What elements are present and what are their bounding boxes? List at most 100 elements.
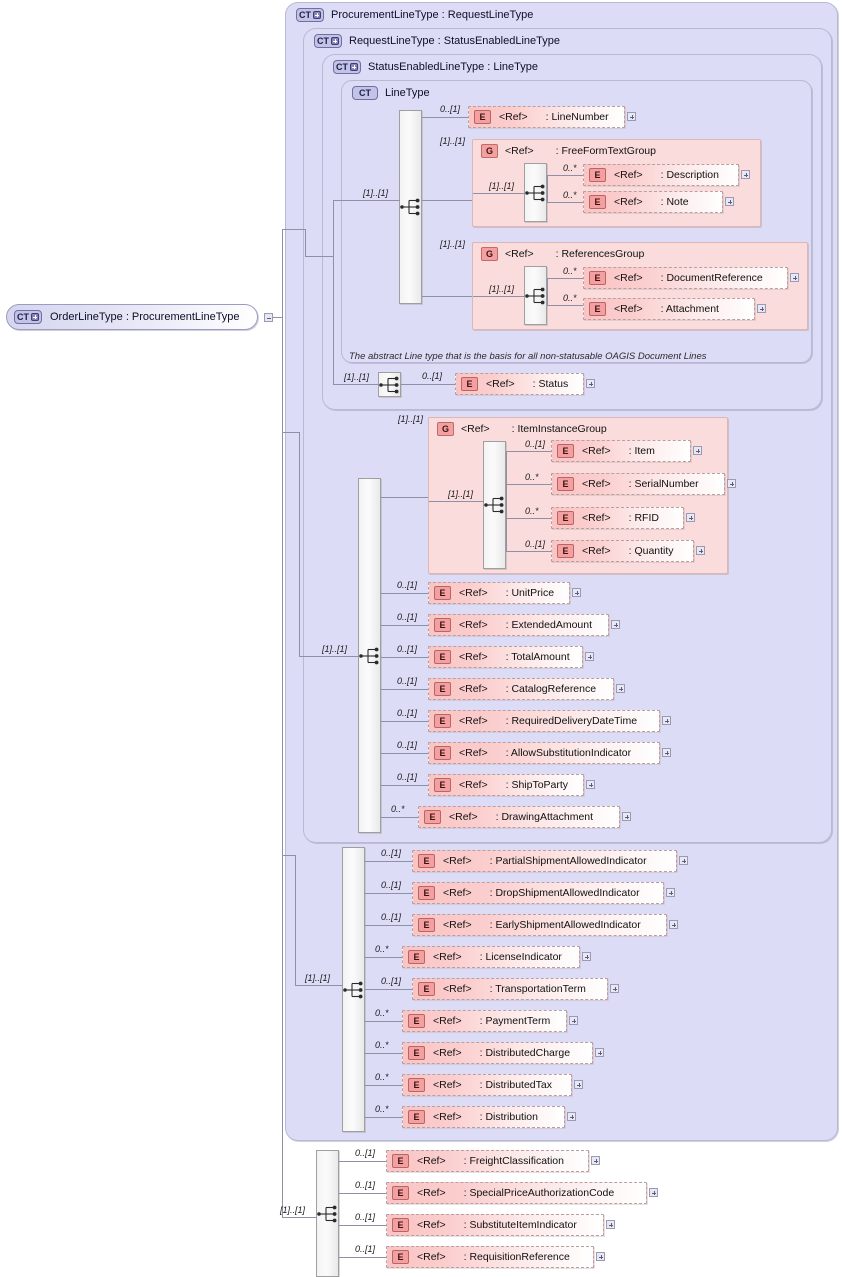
sequence-compositor-item[interactable] (358, 478, 381, 833)
element-expander[interactable] (727, 479, 736, 488)
element-extendedamount[interactable]: E <Ref> : ExtendedAmount (428, 614, 609, 636)
element-dropshipmentallowedindicator[interactable]: E <Ref> : DropShipmentAllowedIndicator (412, 882, 664, 904)
expand-plus-icon[interactable] (31, 313, 39, 321)
element-note[interactable]: E <Ref> : Note (583, 191, 723, 213)
element-expander[interactable] (567, 1112, 576, 1121)
expand-plus-icon[interactable] (350, 63, 358, 71)
group-header: G <Ref> : ItemInstanceGroup (437, 422, 607, 436)
element-expander[interactable] (790, 273, 799, 282)
container-title: ProcurementLineType : RequestLineType (331, 9, 534, 21)
element-expander[interactable] (622, 812, 631, 821)
element-distributedtax[interactable]: E <Ref> : DistributedTax (402, 1074, 572, 1096)
element-ref-label: <Ref> (417, 1187, 446, 1199)
element-substituteitemindicator[interactable]: E <Ref> : SubstituteItemIndicator (386, 1214, 604, 1236)
container-title: LineType (385, 87, 430, 99)
expand-plus-icon[interactable] (331, 37, 339, 45)
element-licenseindicator[interactable]: E <Ref> : LicenseIndicator (402, 946, 580, 968)
cardinality-label: 0..[1] (397, 772, 418, 782)
element-rfid[interactable]: E <Ref> : RFID (551, 507, 684, 529)
element-requireddeliverydatetime[interactable]: E <Ref> : RequiredDeliveryDateTime (428, 710, 660, 732)
element-expander[interactable] (572, 588, 581, 597)
element-attachment[interactable]: E <Ref> : Attachment (583, 298, 755, 320)
element-expander[interactable] (586, 780, 595, 789)
element-expander[interactable] (582, 952, 591, 961)
element-ref-label: <Ref> (433, 1111, 462, 1123)
element-serialnumber[interactable]: E <Ref> : SerialNumber (551, 473, 725, 495)
element-quantity[interactable]: E <Ref> : Quantity (551, 540, 694, 562)
element-item[interactable]: E <Ref> : Item (551, 440, 691, 462)
element-name-label: : Description (660, 169, 719, 181)
element-documentreference[interactable]: E <Ref> : DocumentReference (583, 267, 788, 289)
element-transportationterm[interactable]: E <Ref> : TransportationTerm (412, 978, 608, 1000)
complextype-badge-icon[interactable]: CT (314, 34, 342, 48)
sequence-compositor-iteminstancegroup[interactable] (483, 441, 506, 569)
complextype-badge-icon[interactable]: CT (14, 310, 42, 324)
element-freightclassification[interactable]: E <Ref> : FreightClassification (386, 1150, 589, 1172)
element-expander[interactable] (595, 1048, 604, 1057)
element-ref-label: <Ref> (459, 779, 488, 791)
element-expander[interactable] (586, 379, 595, 388)
sequence-compositor-freeformtextgroup[interactable] (524, 163, 547, 222)
element-partialshipmentallowedindicator[interactable]: E <Ref> : PartialShipmentAllowedIndicato… (412, 850, 677, 872)
element-paymentterm[interactable]: E <Ref> : PaymentTerm (402, 1010, 567, 1032)
element-specialpriceauthorizationcode[interactable]: E <Ref> : SpecialPriceAuthorizationCode (386, 1182, 647, 1204)
element-expander[interactable] (585, 652, 594, 661)
element-expander[interactable] (696, 546, 705, 555)
element-distribution[interactable]: E <Ref> : Distribution (402, 1106, 565, 1128)
root-collapse-expander[interactable] (264, 313, 273, 322)
sequence-compositor-linetype[interactable] (399, 110, 422, 304)
connector (333, 200, 400, 201)
cardinality-label: 0..* (525, 506, 539, 516)
expand-plus-icon[interactable] (313, 11, 321, 19)
complextype-badge-icon[interactable]: CT (296, 8, 324, 22)
element-distributedcharge[interactable]: E <Ref> : DistributedCharge (402, 1042, 593, 1064)
element-status[interactable]: E <Ref> : Status (455, 373, 584, 395)
cardinality-label: 0..* (391, 804, 405, 814)
element-expander[interactable] (669, 920, 678, 929)
element-expander[interactable] (693, 446, 702, 455)
element-expander[interactable] (611, 620, 620, 629)
cardinality-label: [1]..[1] (448, 489, 474, 499)
element-expander[interactable] (627, 112, 636, 121)
sequence-compositor-shipment[interactable] (342, 847, 365, 1132)
sequence-compositor-status[interactable] (378, 372, 401, 397)
element-expander[interactable] (662, 716, 671, 725)
element-expander[interactable] (741, 170, 750, 179)
element-ref-label: <Ref> (443, 887, 472, 899)
element-requisitionreference[interactable]: E <Ref> : RequisitionReference (386, 1246, 594, 1268)
sequence-compositor-orderline[interactable] (316, 1150, 339, 1277)
element-expander[interactable] (649, 1188, 658, 1197)
connector (365, 957, 402, 958)
element-ref-label: <Ref> (449, 811, 478, 823)
group-badge-icon: G (437, 422, 454, 436)
element-shiptoparty[interactable]: E <Ref> : ShipToParty (428, 774, 584, 796)
complextype-badge-icon[interactable]: CT (352, 86, 378, 100)
sequence-icon (524, 287, 544, 304)
element-allowsubstitutionindicator[interactable]: E <Ref> : AllowSubstitutionIndicator (428, 742, 660, 764)
root-node-orderlinetype[interactable]: CT OrderLineType : ProcurementLineType (6, 304, 258, 330)
element-badge-icon: E (408, 950, 425, 964)
element-expander[interactable] (679, 856, 688, 865)
element-expander[interactable] (610, 984, 619, 993)
cardinality-label: 0..[1] (397, 580, 418, 590)
element-catalogreference[interactable]: E <Ref> : CatalogReference (428, 678, 614, 700)
element-earlyshipmentallowedindicator[interactable]: E <Ref> : EarlyShipmentAllowedIndicator (412, 914, 667, 936)
element-linenumber[interactable]: E <Ref> : LineNumber (468, 106, 625, 128)
element-totalamount[interactable]: E <Ref> : TotalAmount (428, 646, 583, 668)
element-drawingattachment[interactable]: E <Ref> : DrawingAttachment (418, 806, 620, 828)
element-description[interactable]: E <Ref> : Description (583, 164, 739, 186)
element-expander[interactable] (596, 1252, 605, 1261)
element-expander[interactable] (591, 1156, 600, 1165)
element-expander[interactable] (616, 684, 625, 693)
element-expander[interactable] (686, 513, 695, 522)
element-expander[interactable] (606, 1220, 615, 1229)
sequence-compositor-referencesgroup[interactable] (524, 266, 547, 325)
element-expander[interactable] (666, 888, 675, 897)
element-expander[interactable] (569, 1016, 578, 1025)
element-expander[interactable] (574, 1080, 583, 1089)
element-unitprice[interactable]: E <Ref> : UnitPrice (428, 582, 570, 604)
element-expander[interactable] (757, 304, 766, 313)
complextype-badge-icon[interactable]: CT (333, 60, 361, 74)
element-expander[interactable] (662, 748, 671, 757)
element-expander[interactable] (725, 197, 734, 206)
